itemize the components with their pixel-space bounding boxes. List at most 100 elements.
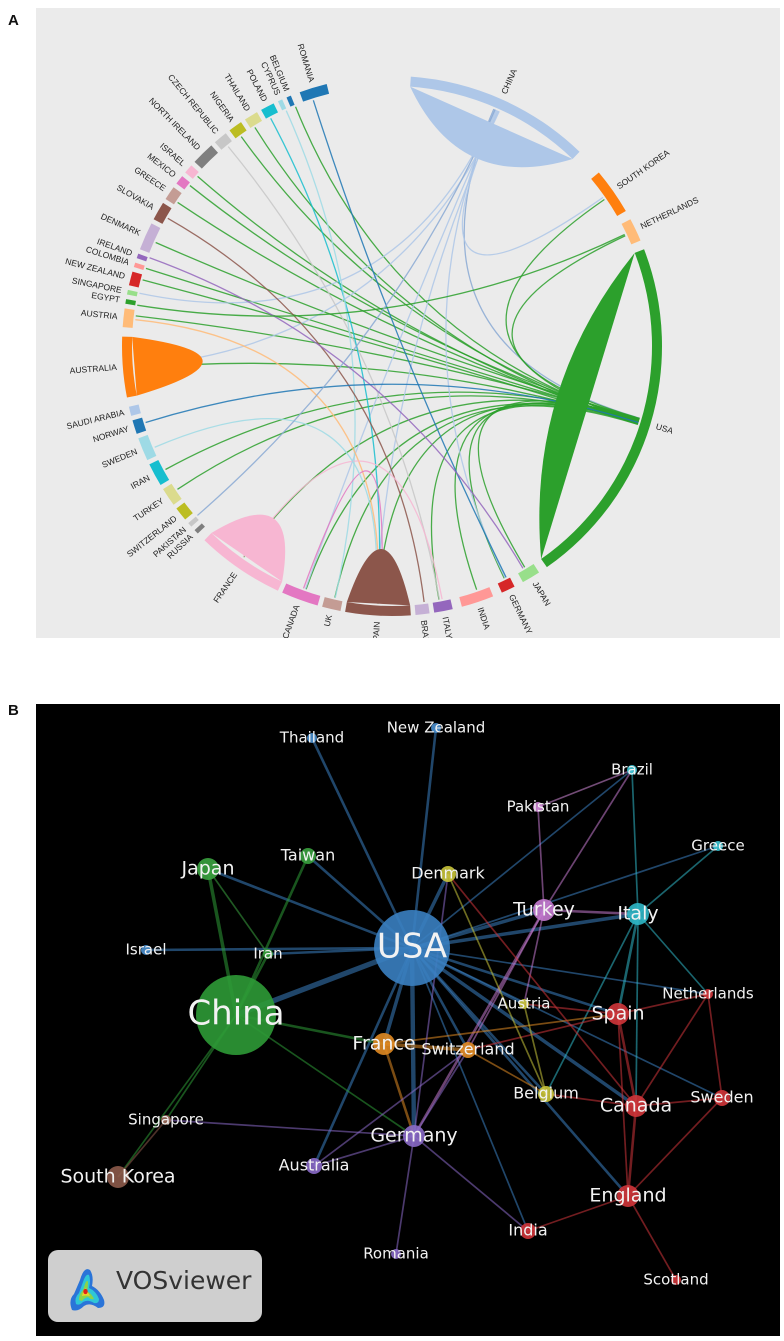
network-node-label: Australia <box>279 1156 350 1175</box>
chord-label: UK <box>322 613 334 627</box>
chord-arc-romania <box>299 84 330 102</box>
network-edge <box>523 1003 619 1015</box>
network-edge <box>616 1013 638 1107</box>
network-edge <box>635 993 709 1107</box>
network-edge <box>411 947 629 1197</box>
chord-ribbon <box>445 109 506 579</box>
network-node-label: Denmark <box>411 864 485 883</box>
network-edge <box>411 947 529 1232</box>
chord-label: INDIA <box>476 606 493 631</box>
chord-arc-pakistan <box>188 516 199 527</box>
network-node-label: England <box>589 1185 666 1207</box>
network-node-france <box>373 1033 395 1055</box>
chord-label: SOUTH KOREA <box>615 147 672 191</box>
network-edge <box>527 1195 629 1232</box>
network-edge <box>411 769 633 949</box>
chord-arc-iran <box>149 459 170 486</box>
network-edge <box>617 993 709 1015</box>
network-edge <box>637 845 719 915</box>
chord-self-ribbon <box>539 252 635 559</box>
chord-label: NETHERLANDS <box>639 195 701 231</box>
network-node-label: Turkey <box>512 899 575 921</box>
chord-self-ribbon <box>211 514 286 582</box>
chord-self-ribbon <box>346 548 411 606</box>
chord-arc-israel <box>185 165 199 179</box>
network-node-austria <box>519 999 529 1009</box>
network-node-label: South Korea <box>60 1166 175 1188</box>
network-edge <box>537 806 545 911</box>
network-edge <box>207 868 269 955</box>
network-node-label: Thailand <box>279 729 344 747</box>
network-edge <box>523 909 545 1005</box>
network-node-label: Switzerland <box>421 1040 514 1059</box>
network-node-greece <box>713 841 723 851</box>
network-edge <box>523 1003 547 1095</box>
network-edge <box>313 1049 469 1167</box>
network-node-label: Japan <box>181 858 235 880</box>
panel-a-letter: A <box>8 12 19 29</box>
chord-arc-turkey <box>163 483 182 505</box>
network-edge <box>412 909 546 1137</box>
network-node-label: Singapore <box>128 1111 204 1129</box>
chord-label: TURKEY <box>131 495 165 523</box>
panel-b-letter: B <box>8 702 19 719</box>
chord-arc-uk <box>322 597 343 612</box>
network-node-denmark <box>440 866 456 882</box>
chord-label: IRAN <box>129 473 152 491</box>
network-node-japan <box>197 858 219 880</box>
chord-arc-usa <box>541 249 662 568</box>
chord-arc-russia <box>194 523 205 534</box>
network-node-china <box>196 975 276 1055</box>
chord-arc-italy <box>432 599 453 613</box>
network-edge <box>627 1195 677 1281</box>
chord-label: CANADA <box>280 603 302 638</box>
network-edge <box>413 1135 529 1232</box>
network-edge <box>313 1135 415 1167</box>
network-node-switzerland <box>460 1042 476 1058</box>
chord-arc-canada <box>282 583 321 606</box>
chord-label: AUSTRIA <box>80 308 118 322</box>
chord-ribbon <box>242 460 443 600</box>
network-node-germany <box>403 1125 425 1147</box>
network-edge <box>411 912 639 950</box>
chord-ribbon <box>135 319 380 604</box>
chord-ribbon <box>137 233 625 317</box>
network-edge <box>543 908 639 916</box>
chord-arc-china <box>410 76 580 159</box>
network-edge <box>537 769 633 808</box>
network-node-israel <box>141 945 151 955</box>
chord-label: FRANCE <box>211 570 239 605</box>
chord-arc-norway <box>132 417 147 434</box>
chord-ribbon <box>302 470 383 604</box>
network-node-singapore <box>161 1115 171 1125</box>
network-edge <box>545 1093 637 1107</box>
chord-arc-saudi-arabia <box>128 404 141 416</box>
network-node-label: Netherlands <box>662 985 754 1003</box>
chord-ribbon <box>134 111 500 368</box>
vosviewer-logo-icon <box>70 1269 105 1311</box>
chord-arc-germany <box>497 577 515 593</box>
network-edge <box>310 737 414 949</box>
network-edge <box>413 873 449 1137</box>
network-edge <box>616 913 640 1015</box>
network-node-italy <box>627 903 649 925</box>
network-node-usa <box>374 910 450 986</box>
chord-arc-switzerland <box>176 502 193 520</box>
chord-ribbon <box>270 117 381 604</box>
chord-arc-czech-republic <box>214 133 232 150</box>
network-node-label: Germany <box>370 1125 457 1147</box>
chord-ribbon <box>149 257 524 569</box>
network-edge <box>165 1119 415 1137</box>
network-edge <box>626 1105 638 1197</box>
chord-arc-austria <box>122 308 135 328</box>
chord-arc-brazil <box>414 603 430 615</box>
chord-arc-denmark <box>139 223 161 253</box>
chord-arc-netherlands <box>621 219 641 245</box>
chord-self-ribbon <box>410 86 573 168</box>
network-edge <box>410 946 638 1108</box>
chord-ribbon <box>167 217 425 603</box>
network-node-brazil <box>627 765 637 775</box>
chord-arc-mexico <box>176 176 190 190</box>
network-node-label: Pakistan <box>507 798 570 816</box>
